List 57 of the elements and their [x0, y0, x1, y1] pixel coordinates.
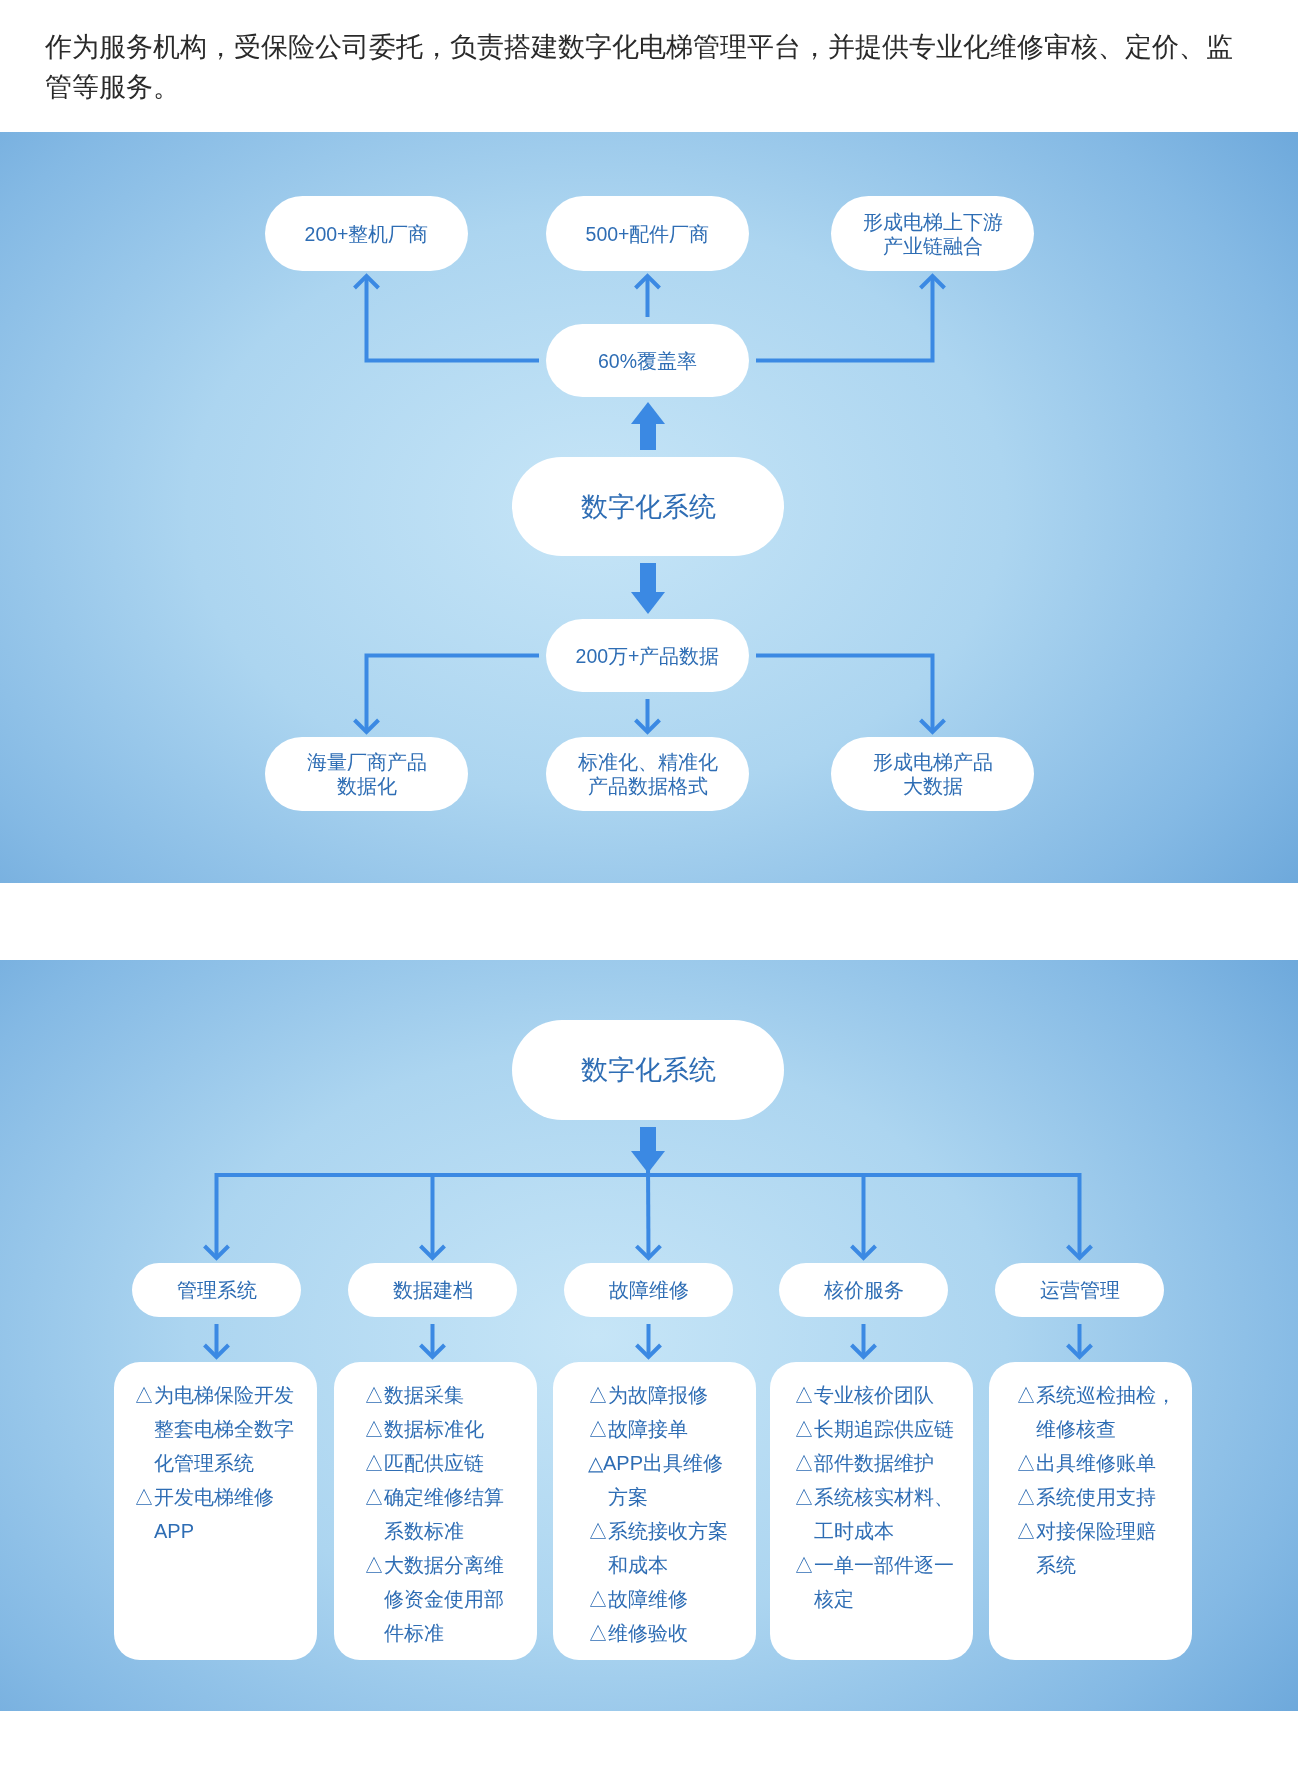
list-item: △故障接单	[588, 1417, 688, 1442]
list-item: △部件数据维护	[794, 1451, 934, 1476]
list-item: △匹配供应链	[364, 1451, 484, 1476]
list-item: △数据采集	[364, 1383, 464, 1408]
text-card	[989, 1362, 1192, 1660]
list-item: △长期追踪供应链	[794, 1417, 954, 1442]
rounded-box: 数字化系统	[512, 1020, 784, 1120]
list-item: △一单一部件逐一核定	[794, 1553, 955, 1612]
arrow	[850, 1324, 877, 1360]
arrow	[634, 699, 661, 735]
rounded-box: 200+整机厂商	[265, 196, 468, 271]
intro-text: 作为服务机构，受保险公司委托，负责搭建数字化电梯管理平台，并提供专业化维修审核、定价、监管等服务。	[45, 31, 1234, 104]
list-item: △大数据分离维修资金使用部件标准	[364, 1553, 505, 1646]
arrow	[634, 273, 661, 317]
rounded-box: 数字化系统	[512, 457, 784, 556]
list-item: △出具维修账单	[1016, 1451, 1156, 1476]
text-card	[770, 1362, 973, 1660]
block-arrow	[631, 563, 665, 614]
rounded-box: 故障维修	[564, 1263, 733, 1317]
rounded-box: 运营管理	[995, 1263, 1164, 1317]
list-item: △开发电梯维修APP	[134, 1485, 275, 1544]
block-arrow	[631, 402, 665, 450]
list-item: △专业核价团队	[794, 1383, 934, 1408]
arrow	[756, 653, 946, 735]
rounded-box: 500+配件厂商	[546, 196, 749, 271]
list-item: △系统使用支持	[1016, 1485, 1156, 1510]
list-item: △维修验收	[588, 1621, 688, 1646]
rounded-box: 核价服务	[779, 1263, 948, 1317]
text-card	[334, 1362, 537, 1660]
list-item: △系统接收方案和成本	[588, 1519, 729, 1578]
arrow	[353, 653, 539, 735]
arrow	[353, 273, 539, 363]
rounded-box: 标准化、精准化产品数据格式	[546, 737, 749, 811]
list-item: △数据标准化	[364, 1417, 484, 1442]
arrow	[203, 1324, 230, 1360]
arrow	[419, 1324, 446, 1360]
rounded-box: 海量厂商产品数据化	[265, 737, 468, 811]
rounded-box: 200万+产品数据	[546, 619, 749, 692]
text-card	[114, 1362, 317, 1660]
list-item: △为故障报修	[588, 1383, 708, 1408]
list-item: △为电梯保险开发整套电梯全数字化管理系统	[134, 1383, 295, 1476]
arrow	[635, 1324, 662, 1360]
rounded-box: 管理系统	[132, 1263, 301, 1317]
rounded-box: 形成电梯产品大数据	[831, 737, 1034, 811]
rounded-box: 形成电梯上下游产业链融合	[831, 196, 1034, 271]
list-item: △对接保险理赔系统	[1016, 1519, 1157, 1578]
text-card	[553, 1362, 756, 1660]
list-item: △确定维修结算系数标准	[364, 1485, 505, 1544]
rounded-box: 60%覆盖率	[546, 324, 749, 397]
arrow	[756, 273, 946, 363]
list-item: △故障维修	[588, 1587, 688, 1612]
list-item: △系统巡检抽检，维修核查	[1016, 1383, 1177, 1442]
arrow	[1066, 1324, 1093, 1360]
list-item: △APP出具维修方案	[588, 1451, 725, 1510]
rounded-box: 数据建档	[348, 1263, 517, 1317]
list-item: △系统核实材料、工时成本	[794, 1485, 955, 1544]
block-arrow	[631, 1127, 665, 1173]
